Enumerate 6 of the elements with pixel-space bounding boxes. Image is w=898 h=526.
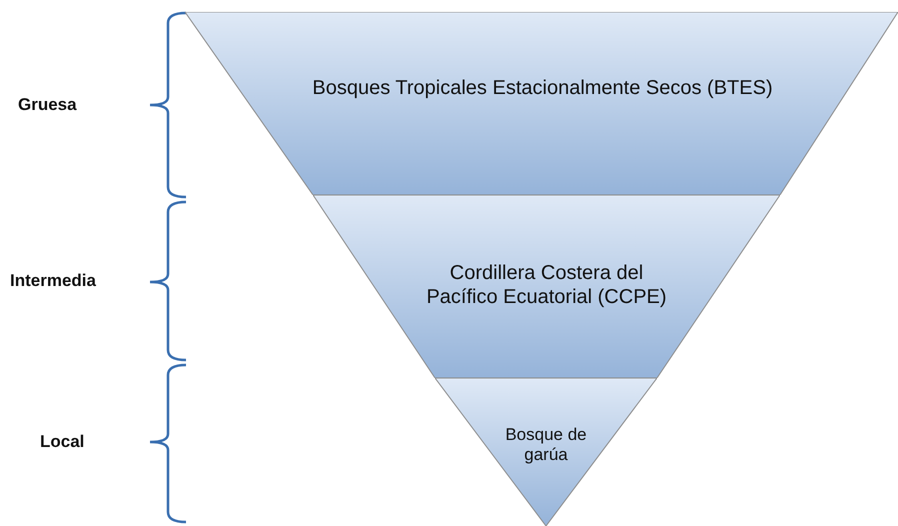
scale-label: Local — [40, 432, 84, 452]
scale-label: Intermedia — [10, 271, 96, 291]
scale-label: Gruesa — [18, 95, 77, 115]
tier-label: Bosque de garúa — [504, 425, 588, 466]
tier-label: Bosques Tropicales Estacionalmente Secos (BTES) — [311, 76, 774, 100]
tier-label: Cordillera Costera del Pacífico Ecuatorial (CCPE) — [425, 261, 668, 309]
